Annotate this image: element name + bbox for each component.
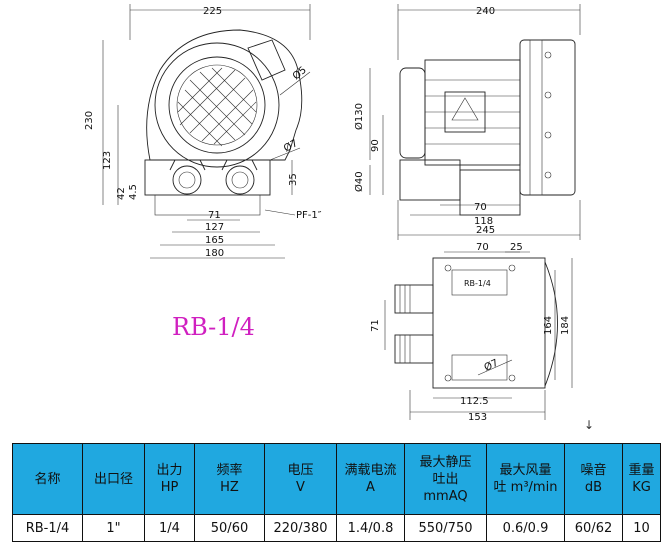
hole-dia-label: Ø7 bbox=[282, 137, 300, 155]
cell-weight: 10 bbox=[622, 514, 661, 542]
table-header-row: 名称 出口径 出力 HP 频率 HZ 电压 V 满载电流 A 最大静压 吐出 m… bbox=[12, 443, 661, 515]
header-power: 出力 HP bbox=[144, 443, 195, 515]
cell-current: 1.4/0.8 bbox=[336, 514, 405, 542]
cell-voltage: 220/380 bbox=[264, 514, 337, 542]
cell-frequency: 50/60 bbox=[194, 514, 265, 542]
dim-245: 245 bbox=[476, 225, 495, 236]
dim-230: 230 bbox=[84, 111, 95, 130]
dia-130: Ø130 bbox=[353, 103, 365, 130]
bottom-view: 70 25 RB-1/4 71 164 184 Ø7 112. bbox=[370, 242, 573, 423]
side-dim-70: 70 bbox=[474, 202, 487, 213]
dim-42: 42 bbox=[116, 187, 127, 200]
dim-153: 153 bbox=[468, 412, 487, 423]
header-static-pressure: 最大静压 吐出 mmAQ bbox=[404, 443, 487, 515]
spec-table: 名称 出口径 出力 HP 频率 HZ 电压 V 满载电流 A 最大静压 吐出 m… bbox=[12, 443, 661, 542]
dim-123: 123 bbox=[102, 151, 113, 170]
model-label: RB-1/4 bbox=[172, 313, 255, 341]
dim-118: 118 bbox=[474, 216, 493, 227]
dim-25: 25 bbox=[510, 242, 523, 253]
cell-outlet: 1" bbox=[82, 514, 145, 542]
plate-label: RB-1/4 bbox=[464, 279, 491, 288]
dim-240: 240 bbox=[476, 6, 495, 17]
pipe-thread-label: PF-1″ bbox=[296, 210, 322, 221]
dim-225: 225 bbox=[203, 6, 222, 17]
dim-165: 165 bbox=[205, 235, 224, 246]
header-current: 满载电流 A bbox=[336, 443, 405, 515]
dim-180: 180 bbox=[205, 248, 224, 259]
paragraph-mark-icon: ↓ bbox=[584, 418, 595, 432]
dim-71: 71 bbox=[208, 210, 221, 221]
outlet-dia-label: Ø5 bbox=[290, 64, 309, 82]
cell-noise: 60/62 bbox=[564, 514, 623, 542]
dim-90: 90 bbox=[370, 139, 381, 152]
dim-112-5: 112.5 bbox=[460, 396, 489, 407]
header-voltage: 电压 V bbox=[264, 443, 337, 515]
front-view: 225 230 123 42 4.5 bbox=[84, 4, 322, 259]
header-name: 名称 bbox=[12, 443, 83, 515]
header-airflow: 最大风量 吐 m³/min bbox=[486, 443, 565, 515]
side-view: 240 Ø130 90 Ø40 70 11 bbox=[353, 4, 581, 240]
dim-35: 35 bbox=[288, 173, 299, 186]
header-weight: 重量 KG bbox=[622, 443, 661, 515]
header-outlet: 出口径 bbox=[82, 443, 145, 515]
header-frequency: 频率 HZ bbox=[194, 443, 265, 515]
table-row: RB-1/4 1" 1/4 50/60 220/380 1.4/0.8 550/… bbox=[12, 514, 661, 542]
dim-127: 127 bbox=[205, 222, 224, 233]
cell-airflow: 0.6/0.9 bbox=[486, 514, 565, 542]
dim-4-5: 4.5 bbox=[128, 184, 139, 200]
bottom-hole-label: Ø7 bbox=[482, 357, 500, 374]
dim-184: 184 bbox=[560, 316, 571, 335]
bottom-dim-70: 70 bbox=[476, 242, 489, 253]
bottom-dim-71: 71 bbox=[370, 319, 381, 332]
technical-drawing: 225 230 123 42 4.5 bbox=[84, 4, 581, 423]
cell-name: RB-1/4 bbox=[12, 514, 83, 542]
dim-164: 164 bbox=[543, 316, 554, 335]
cell-static-pressure: 550/750 bbox=[404, 514, 487, 542]
header-noise: 噪音 dB bbox=[564, 443, 623, 515]
dia-40: Ø40 bbox=[353, 171, 365, 192]
cell-power: 1/4 bbox=[144, 514, 195, 542]
